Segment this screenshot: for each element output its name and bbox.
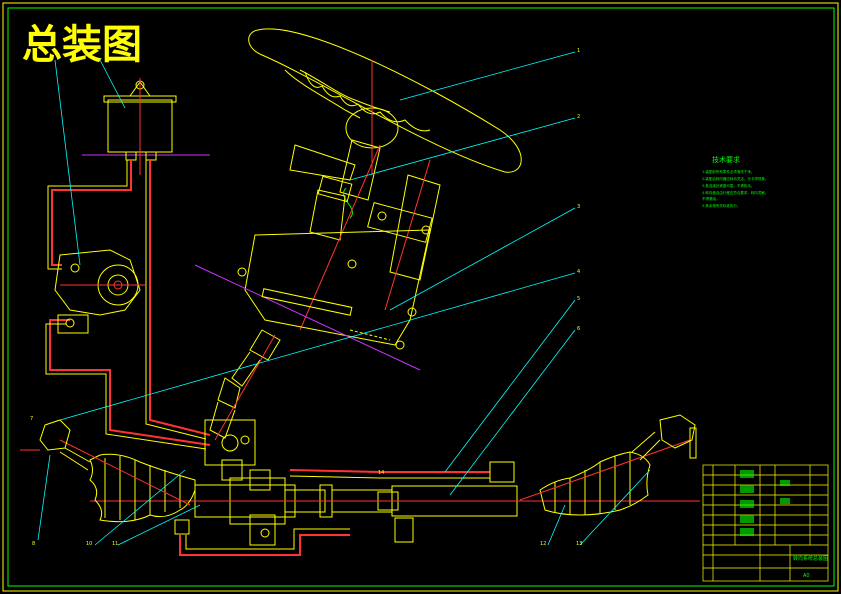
tech-req-line: 4.转向盘自由行程应符合要求，转向灵敏。 [702, 190, 768, 195]
part-label: 2 [577, 114, 580, 120]
part-label: 4 [577, 269, 580, 275]
steering-gear-housing [90, 461, 700, 546]
part-label: 14 [378, 470, 384, 476]
column-bracket [194, 229, 431, 371]
part-label: 5 [577, 296, 580, 302]
title-block [702, 464, 829, 582]
part-label: 13 [576, 541, 582, 547]
part-label: 11 [112, 541, 118, 547]
right-boot [519, 414, 697, 516]
technical-requirements: 技术要求 1.装配前所有零件必须清洗干净。 2.装配后转向器应转动灵活，无卡滞现… [702, 155, 768, 208]
steering-column [289, 139, 441, 331]
title-block-scale: A0 [803, 573, 810, 579]
drawing-title: 总装图 [22, 22, 142, 68]
tech-req-line: 3.各连接处紧固可靠，不得松动。 [702, 183, 754, 188]
steering-wheel [248, 28, 522, 175]
tech-req-line: 1.装配前所有零件必须清洗干净。 [702, 169, 754, 174]
part-label: 3 [577, 204, 580, 210]
part-label: 7 [30, 416, 33, 422]
part-label: 6 [577, 326, 580, 332]
tech-req-line: 2.装配后转向器应转动灵活，无卡滞现象。 [702, 176, 768, 181]
part-label: 8 [32, 541, 35, 547]
tech-req-title: 技术要求 [712, 155, 740, 164]
power-steering-pump [54, 249, 145, 334]
intermediate-shaft [204, 329, 281, 491]
oil-lines [20, 160, 490, 556]
part-label: 1 [577, 48, 580, 54]
tech-req-line: 不得漏油。 [702, 196, 720, 201]
part-numbers: 1 2 3 4 5 6 7 8 10 11 12 13 14 [30, 48, 582, 547]
title-block-name: 转向系统总装图 [793, 555, 828, 562]
part-label: 12 [540, 541, 546, 547]
tech-req-line: 5.其余按有关标准执行。 [702, 203, 740, 208]
leader-lines [37, 51, 651, 546]
part-label: 10 [86, 541, 92, 547]
